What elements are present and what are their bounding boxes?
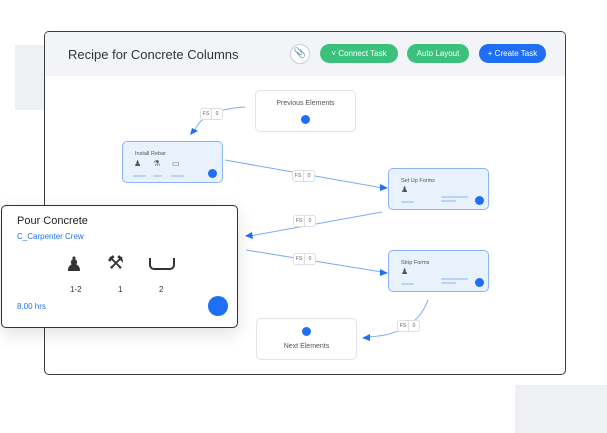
create-task-button[interactable]: + Create Task (479, 44, 546, 63)
workers-icon: ♟ (401, 267, 409, 276)
connector-dot[interactable] (475, 278, 484, 287)
install-rebar-node[interactable]: Install Rebar ♟ ⚗ ▭ (122, 141, 223, 183)
crane-icon: ⚗ (153, 159, 161, 168)
cart-icon: ▭ (172, 159, 180, 168)
header: Recipe for Concrete Columns 📎 ˅ Connect … (45, 32, 565, 76)
arrow-head (380, 184, 388, 191)
resource-count: 2 (159, 285, 164, 294)
arrow-head (362, 334, 370, 341)
edge-lag: 0 (211, 109, 222, 119)
next-elements-node[interactable]: Next Elements (256, 318, 357, 360)
cart-icon (149, 258, 175, 270)
edge-type: FS (294, 173, 302, 179)
duration: 8.00 hrs (17, 302, 46, 311)
connector-dot[interactable] (475, 196, 484, 205)
edge-lag: 0 (304, 254, 315, 264)
edge-type: FS (295, 218, 303, 224)
strip-forms-node[interactable]: Strip Forms ♟ (388, 250, 489, 292)
auto-layout-button[interactable]: Auto Layout (407, 44, 469, 63)
task-detail-card[interactable]: Pour Concrete C_Carpenter Crew ♟ ⚒ 1-2 1… (1, 205, 238, 328)
connector-dot[interactable] (208, 169, 217, 178)
resource-count: 1-2 (70, 285, 82, 294)
workers-icon: ♟ (134, 159, 142, 168)
task-title: Pour Concrete (17, 215, 88, 227)
connector-dot[interactable] (301, 115, 310, 124)
connect-task-label: Connect Task (338, 49, 387, 58)
edge-lag: 0 (303, 171, 314, 181)
edge-type: FS (295, 256, 303, 262)
edge-lag: 0 (408, 321, 419, 331)
workers-icon: ♟ (65, 254, 83, 276)
set-up-forms-node[interactable]: Set Up Forms ♟ (388, 168, 489, 210)
node-title: Next Elements (283, 343, 330, 350)
connector-dot[interactable] (302, 327, 311, 336)
edge-type: FS (399, 323, 407, 329)
arrow-head (245, 232, 253, 239)
previous-elements-node[interactable]: Previous Elements (255, 90, 356, 132)
workers-icon: ♟ (401, 185, 409, 194)
edge-type: FS (202, 111, 210, 117)
connect-task-button[interactable]: ˅ Connect Task (320, 44, 398, 63)
edge (249, 211, 383, 237)
decor-square (15, 45, 45, 110)
paperclip-icon[interactable]: 📎 (290, 44, 310, 64)
decor-square (515, 385, 607, 433)
resource-count: 1 (118, 285, 123, 294)
node-title: Set Up Forms (401, 178, 435, 184)
arrow-head (380, 269, 388, 276)
node-title: Install Rebar (135, 151, 166, 157)
connector-dot[interactable] (208, 296, 228, 316)
edge-lag: 0 (304, 216, 315, 226)
crew-link[interactable]: C_Carpenter Crew (17, 232, 84, 241)
arrow-head (190, 128, 198, 135)
node-title: Strip Forms (401, 260, 430, 266)
node-title: Previous Elements (276, 100, 335, 107)
tools-icon: ⚒ (107, 253, 125, 274)
page-title: Recipe for Concrete Columns (68, 47, 239, 62)
